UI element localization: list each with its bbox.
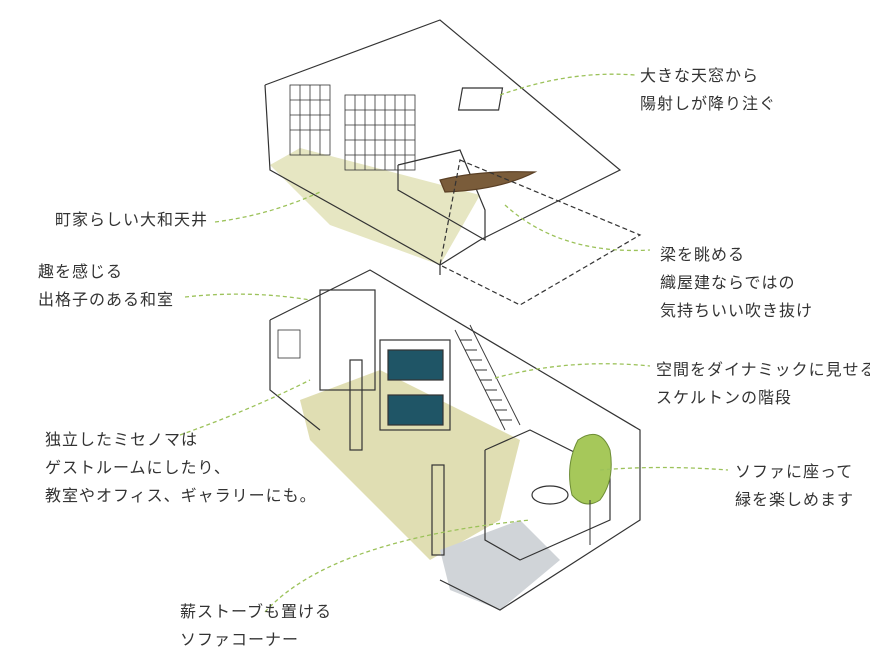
upper-wall-left [264,84,481,266]
annotation-line: ソファコーナー [180,630,300,649]
annotation-line: ゲストルームにしたり、 [45,458,231,477]
annotation-line: 出格子のある和室 [38,290,175,309]
annotation-line: ソファに座って [735,462,854,481]
annotation-ceiling: 町家らしい大和天井 [55,206,208,234]
shelf-unit [379,339,451,431]
shoji-screens [289,84,416,171]
leader-lines [179,73,729,613]
annotation-line: 気持ちいい吹き抜け [660,301,814,320]
annotation-stairs: 空間をダイナミックに見せる スケルトンの階段 [656,356,870,412]
lattice-window [277,329,301,359]
annotation-sofa-green: ソファに座って 緑を楽しめます [735,458,854,514]
annotation-line: 独立したミセノマは [45,430,199,449]
column [431,464,445,556]
pillar [349,359,363,451]
annotation-washitsu: 趣を感じる 出格子のある和室 [38,258,174,314]
void-dashed [439,159,642,306]
annotation-stove: 薪ストーブも置ける ソファコーナー [180,598,332,654]
entry-shade [440,520,560,610]
annotation-skylight: 大きな天窓から 陽射しが降り注ぐ [640,62,776,118]
lower-outline [269,269,641,611]
annotation-void: 梁を眺める 織屋建ならではの 気持ちいい吹き抜け [660,241,813,325]
sofa-room [484,429,611,561]
annotation-line: スケルトンの階段 [656,388,793,407]
annotation-line: 梁を眺める [660,245,746,264]
upper-floor-fill [270,148,480,265]
tree [569,433,612,545]
annotation-line: 教室やオフィス、ギャラリーにも。 [45,486,317,505]
upper-roof-outline [264,19,622,241]
annotation-misenoma: 独立したミセノマは ゲストルームにしたり、 教室やオフィス、ギャラリーにも。 [45,426,317,510]
annotation-line: 町家らしい大和天井 [55,210,209,229]
annotation-line: 趣を感じる [38,262,124,281]
annotation-line: 緑を楽しめます [735,490,855,509]
annotation-line: 織屋建ならではの [660,273,796,292]
annotation-line: 薪ストーブも置ける [180,602,333,621]
annotation-line: 大きな天窓から [640,66,760,85]
sofa [531,485,569,505]
skeleton-stairs [454,324,521,431]
annotation-line: 空間をダイナミックに見せる [656,360,870,379]
annotation-line: 陽射しが降り注ぐ [640,94,777,113]
lower-floor-fill [300,370,520,560]
lattice-room [319,289,376,391]
skylight [457,87,504,111]
beam [439,171,538,193]
upper-balcony-wall [397,149,486,242]
